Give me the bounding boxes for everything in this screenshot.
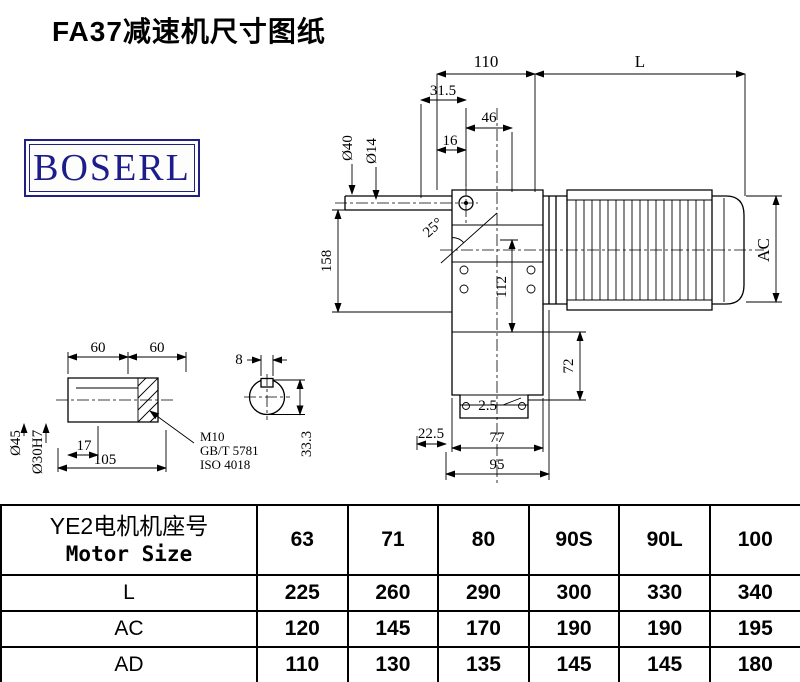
AC-90s: 190 [527, 610, 621, 648]
dim-77-label: 77 [490, 430, 506, 446]
technical-drawing: 110 L 31.5 46 16 Ø40 Ø14 25° 158 112 AC … [8, 52, 782, 486]
dim-d40-label: Ø40 [340, 135, 356, 161]
dim-112-label: 112 [494, 276, 510, 298]
shaft-dim-d45-label: Ø45 [8, 430, 24, 456]
shaft-note-iso: ISO 4018 [200, 457, 250, 472]
shaft-dim-105-label: 105 [94, 452, 117, 468]
shaft-note-m10: M10 [200, 429, 225, 444]
logo-text: BOSERL [33, 147, 191, 189]
table-row-L: L 225 260 290 300 330 340 [0, 574, 800, 612]
AC-100: 195 [708, 610, 800, 648]
boserl-logo-frame: BOSERL [29, 144, 195, 192]
page-title: FA37减速机尺寸图纸 [52, 16, 326, 47]
motor-size-80: 80 [437, 504, 530, 576]
dim-158-label: 158 [319, 250, 335, 273]
AD-71: 130 [346, 646, 440, 682]
motor-size-63: 63 [256, 504, 349, 576]
table-row-AD: AD 110 130 135 145 145 180 [0, 646, 800, 682]
dimension-table: YE2电机机座号 Motor Size 63 71 80 90S 90L 100… [0, 504, 800, 682]
L-100: 340 [708, 574, 800, 612]
boserl-logo: BOSERL [24, 139, 200, 197]
motor-size-90s: 90S [527, 504, 621, 576]
table-header-row: YE2电机机座号 Motor Size 63 71 80 90S 90L 100 [0, 504, 800, 576]
row-label-L: L [0, 574, 258, 612]
row-label-AC: AC [0, 610, 258, 648]
AC-80: 170 [437, 610, 530, 648]
shaft-dim-60b-label: 60 [150, 340, 165, 356]
extension-lines [332, 74, 782, 480]
AC-90l: 190 [618, 610, 711, 648]
motor-size-label-cn: YE2电机机座号 [49, 513, 209, 540]
centerlines [335, 108, 764, 486]
AC-71: 145 [346, 610, 440, 648]
AD-100: 180 [708, 646, 800, 682]
gearbox-outline [344, 189, 544, 419]
shaft-detail: 60 60 Ø45 Ø30H7 17 105 M10 GB/T 5781 ISO… [8, 340, 259, 474]
shaft-note-gbt: GB/T 5781 [200, 443, 259, 458]
dimension-lines [334, 70, 780, 478]
section-dim-8-label: 8 [235, 352, 243, 368]
AD-80: 135 [437, 646, 530, 682]
L-90l: 330 [618, 574, 711, 612]
AC-63: 120 [256, 610, 349, 648]
L-63: 225 [256, 574, 349, 612]
dim-31-5-label: 31.5 [430, 83, 456, 99]
dim-22-5-label: 22.5 [418, 426, 444, 442]
table-header-motor-size: YE2电机机座号 Motor Size [0, 504, 258, 576]
motor-size-71: 71 [346, 504, 440, 576]
dim-110-label: 110 [474, 52, 499, 71]
shaft-dim-60a-label: 60 [91, 340, 106, 356]
AD-63: 110 [256, 646, 349, 682]
AD-90s: 145 [527, 646, 621, 682]
shaft-dim-17-label: 17 [77, 438, 93, 454]
dim-72-label: 72 [561, 359, 577, 374]
dim-95-label: 95 [490, 457, 505, 473]
dim-46-label: 46 [482, 110, 498, 126]
row-label-AD: AD [0, 646, 258, 682]
L-80: 290 [437, 574, 530, 612]
dim-d14-label: Ø14 [364, 138, 380, 164]
AD-90l: 145 [618, 646, 711, 682]
dim-L-label: L [635, 52, 645, 71]
L-71: 260 [346, 574, 440, 612]
shaft-section-view: 8 33.3 [235, 352, 315, 457]
motor-size-90l: 90L [618, 504, 711, 576]
shaft-dim-d30h7-label: Ø30H7 [30, 429, 46, 474]
dim-25deg-label: 25° [420, 215, 446, 241]
section-dim-33-3-label: 33.3 [299, 431, 315, 457]
L-90s: 300 [527, 574, 621, 612]
table-row-AC: AC 120 145 170 190 190 195 [0, 610, 800, 648]
dimension-labels: 110 L 31.5 46 16 Ø40 Ø14 25° 158 112 AC … [319, 52, 773, 473]
dim-16-label: 16 [443, 133, 459, 149]
motor-size-100: 100 [708, 504, 800, 576]
motor-size-label-en: Motor Size [65, 542, 193, 567]
dim-AC-label: AC [754, 238, 773, 262]
dim-2-5-label: 2.5 [478, 398, 497, 414]
